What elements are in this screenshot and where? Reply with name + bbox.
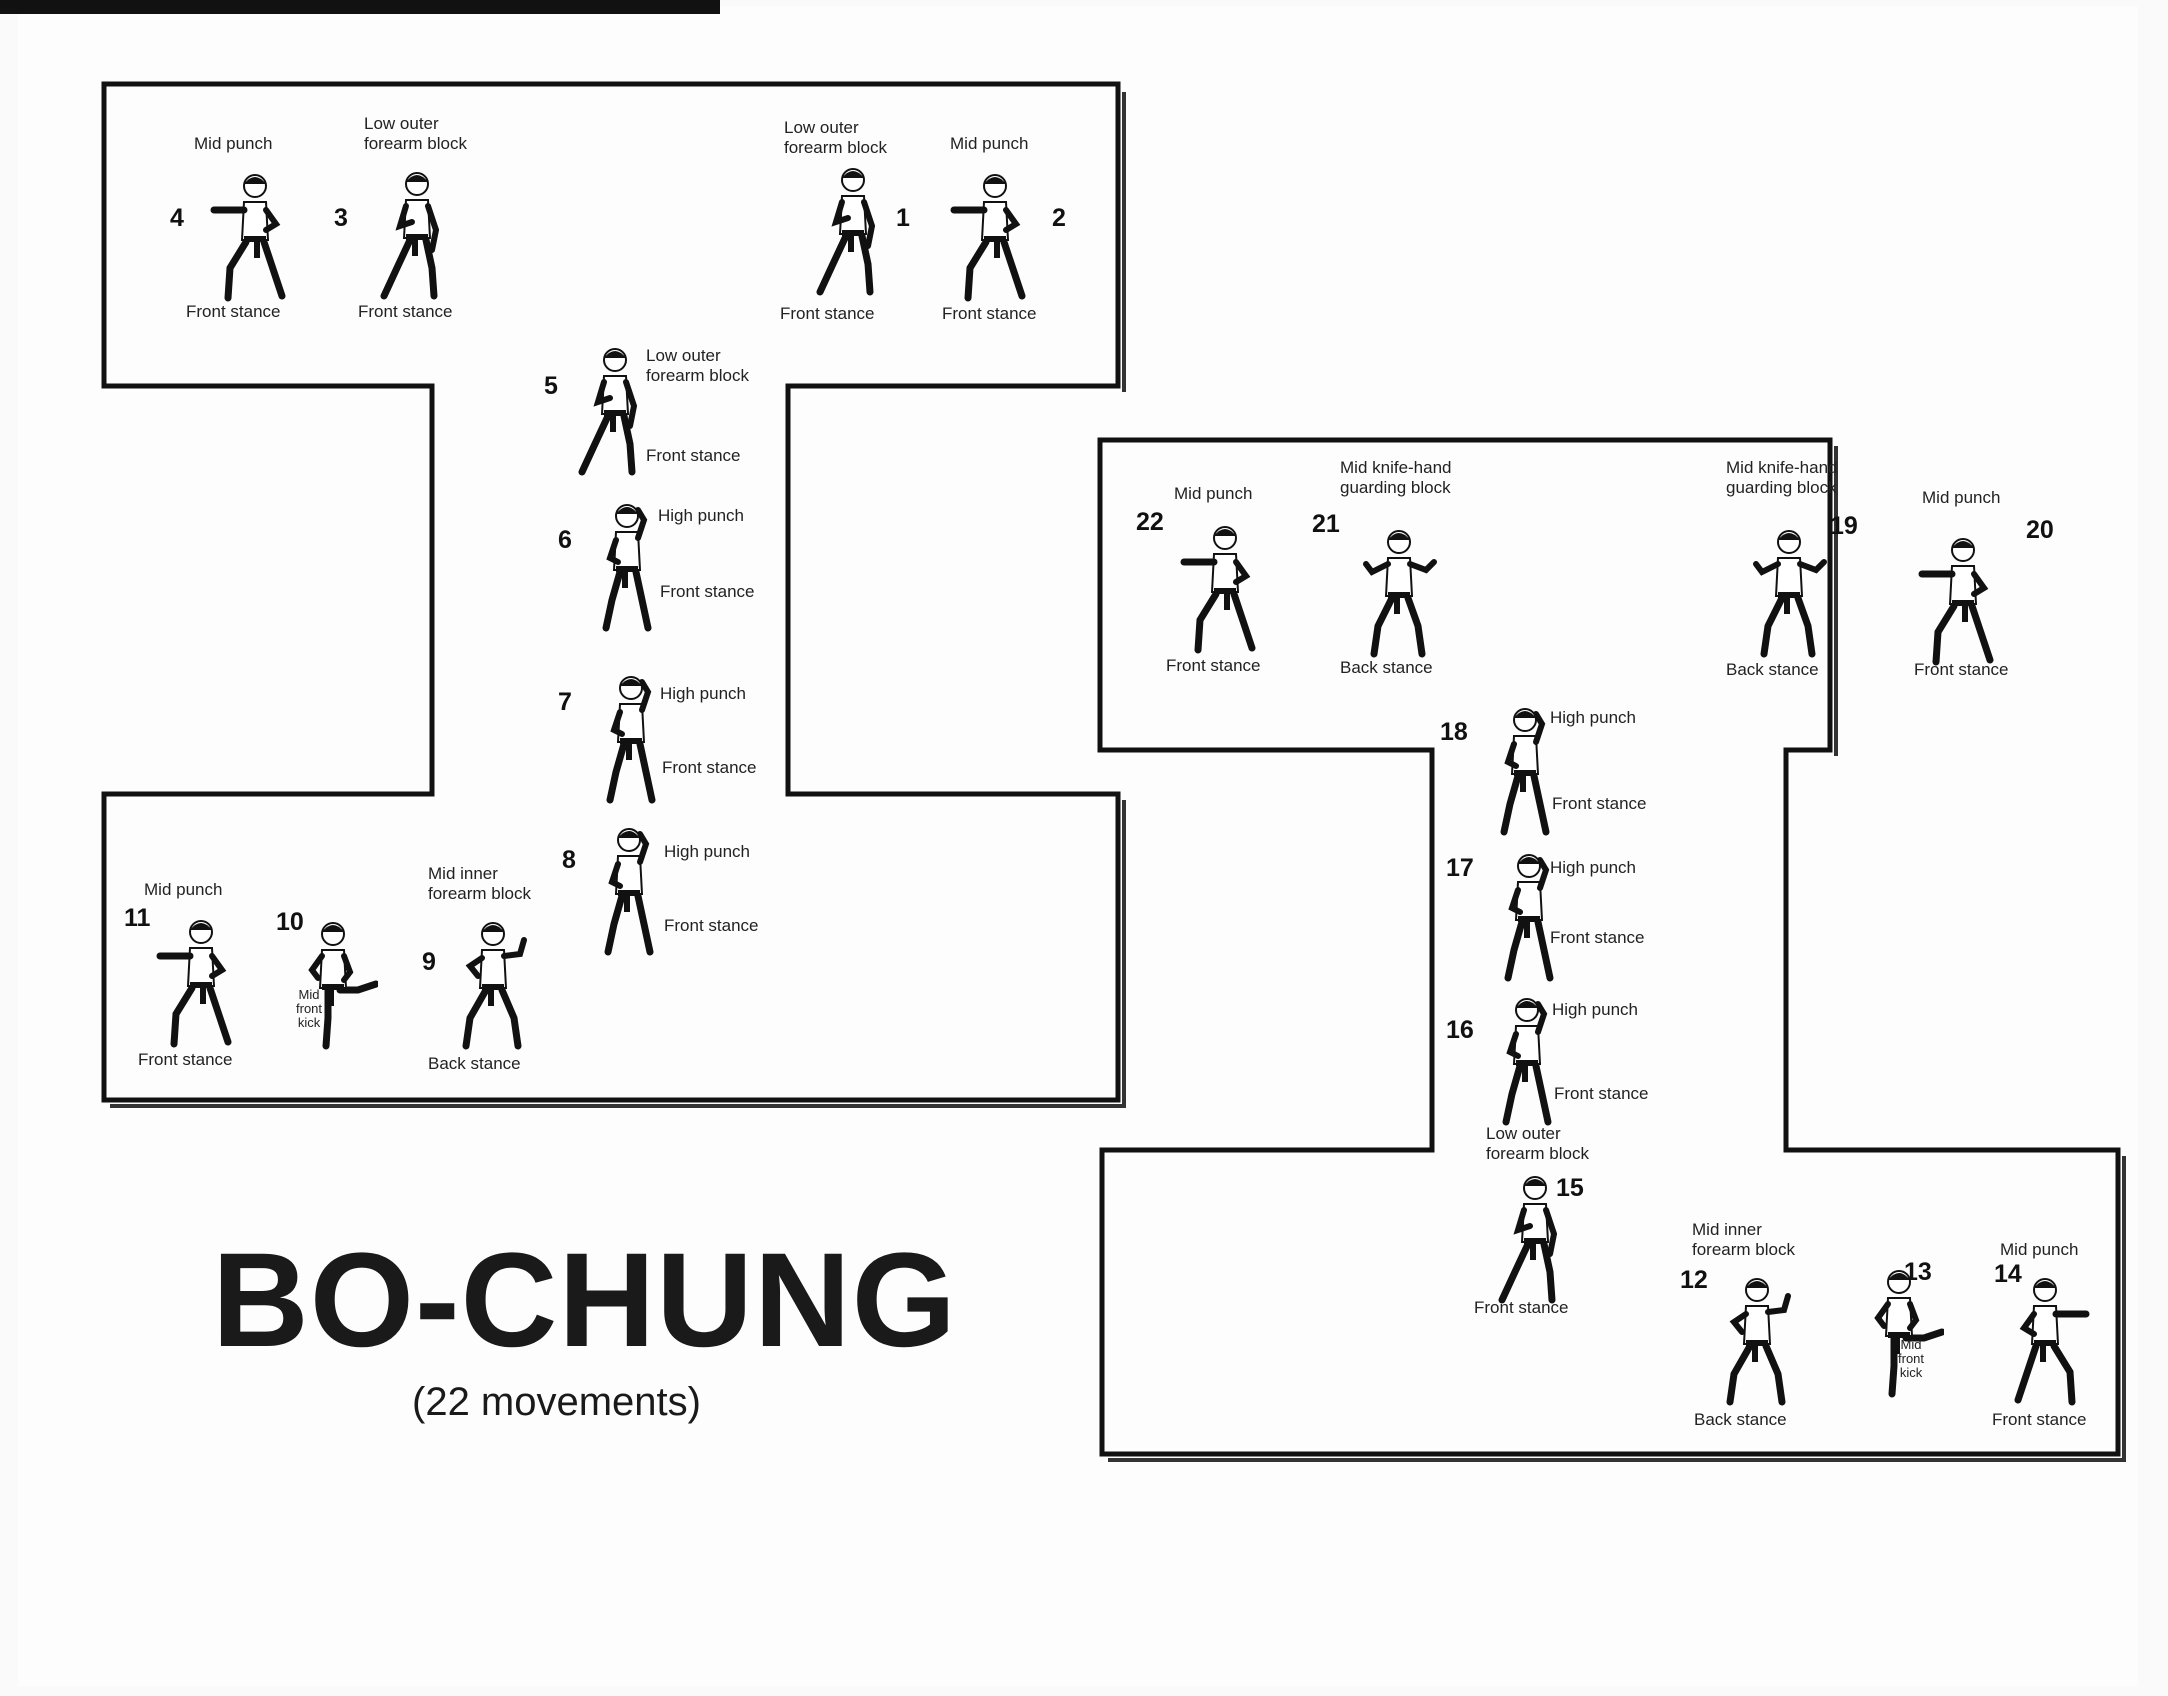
kick-label: Mid front kick — [296, 987, 323, 1030]
movement-number: 19 — [1830, 512, 1858, 540]
stance-label: Front stance — [780, 304, 875, 323]
practitioner-figure-icon — [1854, 1262, 1946, 1407]
practitioner-figure-icon — [570, 340, 660, 485]
technique-label: Mid knife-hand guarding block — [1726, 458, 1838, 497]
practitioner-figure-icon — [1354, 522, 1444, 667]
form-title: BO-CHUNG — [212, 1226, 957, 1375]
stance-label: Front stance — [1552, 794, 1647, 813]
technique-label: High punch — [660, 684, 747, 703]
stance-label: Back stance — [1726, 660, 1819, 679]
technique-label: Mid knife-hand guarding block — [1340, 458, 1452, 497]
movement-number: 8 — [562, 846, 576, 874]
technique-label: Mid punch — [194, 134, 273, 153]
stance-label: Front stance — [664, 916, 759, 935]
technique-label: High punch — [1550, 858, 1637, 877]
stance-label: Front stance — [1992, 1410, 2087, 1429]
technique-label: Low outer forearm block — [646, 346, 749, 385]
stance-label: Front stance — [138, 1050, 233, 1069]
movement-number: 15 — [1556, 1174, 1584, 1202]
technique-label: Mid punch — [1922, 488, 2001, 507]
technique-label: Low outer forearm block — [784, 118, 887, 157]
stance-label: Front stance — [358, 302, 453, 321]
practitioner-figure-icon — [156, 912, 246, 1057]
practitioner-figure-icon — [1180, 518, 1270, 663]
stance-label: Front stance — [1166, 656, 1261, 675]
stance-label: Front stance — [1474, 1298, 1569, 1317]
stance-label: Front stance — [942, 304, 1037, 323]
practitioner-figure-icon — [448, 914, 538, 1059]
practitioner-figure-icon — [584, 820, 674, 965]
practitioner-figure-icon — [1712, 1270, 1802, 1415]
stance-label: Back stance — [1694, 1410, 1787, 1429]
movement-number: 5 — [544, 372, 558, 400]
technique-label: High punch — [1552, 1000, 1639, 1019]
floor-pattern-right-i-shadow — [1108, 446, 2126, 1462]
technique-label: Mid punch — [2000, 1240, 2079, 1259]
technique-label: Mid inner forearm block — [428, 864, 531, 903]
practitioner-figure-icon — [2000, 1270, 2090, 1415]
movement-number: 1 — [896, 204, 910, 232]
stance-label: Front stance — [660, 582, 755, 601]
practitioner-figure-icon — [1480, 700, 1570, 845]
stance-label: Front stance — [662, 758, 757, 777]
movement-number: 10 — [276, 908, 304, 936]
stance-label: Front stance — [646, 446, 741, 465]
practitioner-figure-icon — [1744, 522, 1834, 667]
movement-number: 17 — [1446, 854, 1474, 882]
movement-number: 21 — [1312, 510, 1340, 538]
movement-number: 3 — [334, 204, 348, 232]
floor-pattern-left-i-shape — [101, 81, 1121, 1103]
technique-label: Low outer forearm block — [364, 114, 467, 153]
movement-number: 16 — [1446, 1016, 1474, 1044]
floor-pattern-right-i-shape — [1097, 437, 2121, 1457]
stance-label: Front stance — [186, 302, 281, 321]
movement-number: 11 — [124, 904, 151, 932]
movement-number: 22 — [1136, 508, 1164, 536]
practitioner-figure-icon — [1482, 990, 1572, 1135]
practitioner-figure-icon — [1490, 1168, 1580, 1313]
practitioner-figure-icon — [950, 166, 1040, 311]
floor-pattern-left-i-shadow — [110, 92, 1126, 1108]
technique-label: High punch — [658, 506, 745, 525]
technique-label: Mid punch — [144, 880, 223, 899]
practitioner-figure-icon — [1918, 530, 2008, 675]
practitioner-figure-icon — [582, 496, 672, 641]
movement-number: 9 — [422, 948, 436, 976]
movement-number: 4 — [170, 204, 184, 232]
stance-label: Front stance — [1550, 928, 1645, 947]
practitioner-figure-icon — [586, 668, 676, 813]
technique-label: Mid punch — [1174, 484, 1253, 503]
movement-number: 20 — [2026, 516, 2054, 544]
practitioner-figure-icon — [1484, 846, 1574, 991]
technique-label: High punch — [1550, 708, 1637, 727]
technique-label: Mid punch — [950, 134, 1029, 153]
stance-label: Front stance — [1914, 660, 2009, 679]
movement-number: 2 — [1052, 204, 1066, 232]
technique-label: Low outer forearm block — [1486, 1124, 1589, 1163]
movement-number: 7 — [558, 688, 572, 716]
technique-label: Mid inner forearm block — [1692, 1220, 1795, 1259]
stance-label: Back stance — [428, 1054, 521, 1073]
movement-number: 14 — [1994, 1260, 2022, 1288]
practitioner-figure-icon — [372, 164, 462, 309]
movement-number: 18 — [1440, 718, 1468, 746]
scan-edge-mark — [0, 0, 720, 14]
practitioner-figure-icon — [288, 914, 380, 1059]
technique-label: High punch — [664, 842, 751, 861]
kick-label: Mid front kick — [1898, 1337, 1925, 1380]
movement-number: 12 — [1680, 1266, 1708, 1294]
movement-number: 6 — [558, 526, 572, 554]
practitioner-figure-icon — [808, 160, 898, 305]
stance-label: Front stance — [1554, 1084, 1649, 1103]
practitioner-figure-icon — [210, 166, 300, 311]
stance-label: Back stance — [1340, 658, 1433, 677]
form-subtitle: (22 movements) — [412, 1380, 701, 1424]
